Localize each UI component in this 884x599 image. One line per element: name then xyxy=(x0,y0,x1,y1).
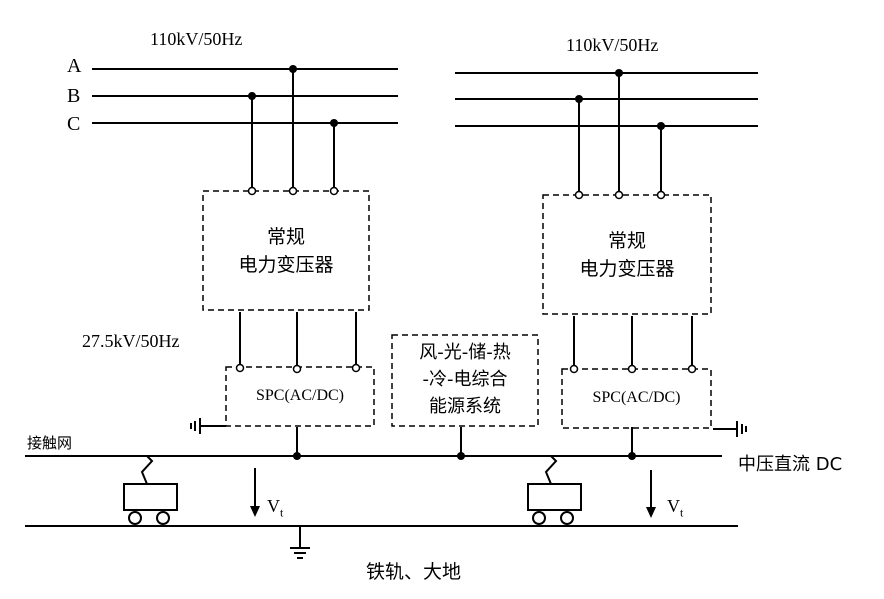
right-transformer-label-line2: 电力变压器 xyxy=(579,258,675,280)
right-spc-ground-icon xyxy=(736,421,747,437)
energy-system-label-line2: -冷-电综合 xyxy=(422,369,508,390)
right-transformer-label-line1: 常规 xyxy=(607,230,646,252)
left-transformer-box xyxy=(202,190,370,311)
right-train-icon xyxy=(527,455,582,525)
left-spc-label: SPC(AC/DC) xyxy=(255,387,345,404)
right-spc-box xyxy=(561,368,712,429)
left-transformer-label-line1: 常规 xyxy=(266,226,305,248)
right-voltage-label: Vt xyxy=(667,496,684,520)
left-voltage-label: Vt xyxy=(267,496,284,520)
right-transformer-box xyxy=(542,194,712,315)
phase-b-label: B xyxy=(67,85,81,107)
secondary-voltage-label: 27.5kV/50Hz xyxy=(82,331,180,351)
energy-system-box xyxy=(391,334,539,427)
right-spc-label: SPC(AC/DC) xyxy=(592,389,681,406)
rail-ground-icon xyxy=(290,547,310,559)
left-transformer-label-line2: 电力变压器 xyxy=(238,254,334,276)
phase-a-label: A xyxy=(67,55,82,77)
right-supply-voltage-label: 110kV/50Hz xyxy=(566,35,659,55)
left-voltage-arrow-icon xyxy=(250,468,260,517)
left-supply-voltage-label: 110kV/50Hz xyxy=(150,29,243,49)
mvdc-label: 中压直流 DC xyxy=(738,454,843,475)
rail-ground-label: 铁轨、大地 xyxy=(366,561,462,583)
left-train-icon xyxy=(123,455,178,525)
left-spc-ground-icon xyxy=(190,418,201,434)
energy-system-label-line1: 风-光-储-热 xyxy=(419,342,511,363)
energy-system-label-line3: 能源系统 xyxy=(429,396,501,417)
catenary-label: 接触网 xyxy=(27,434,73,452)
phase-c-label: C xyxy=(67,113,81,135)
right-voltage-arrow-icon xyxy=(646,470,656,518)
